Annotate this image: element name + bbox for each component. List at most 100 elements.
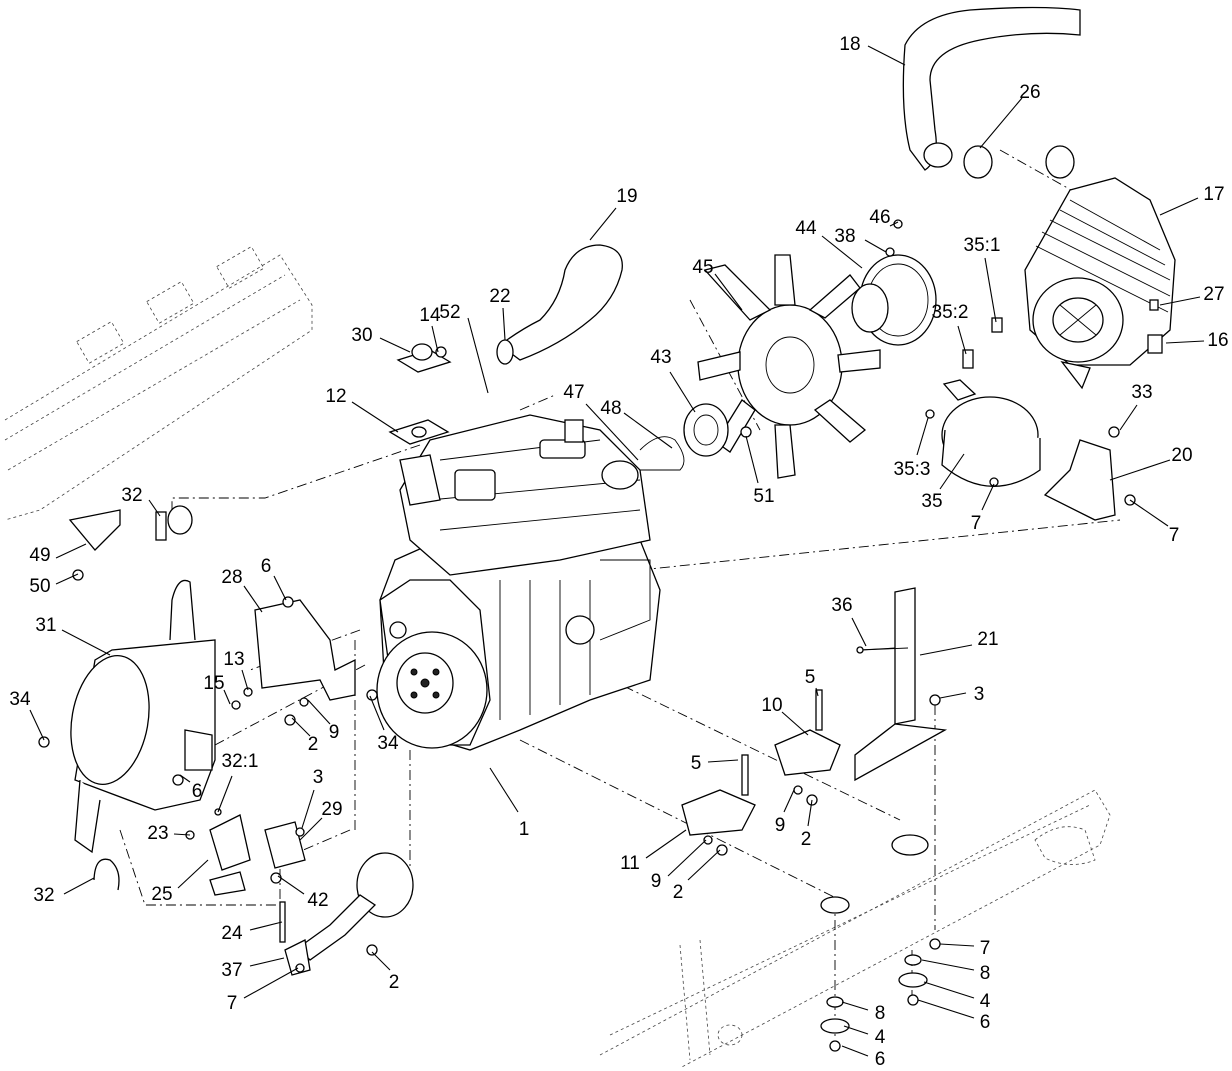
leader-line-c30 bbox=[379, 337, 411, 353]
callout-c5b: 5 bbox=[691, 753, 702, 774]
upper-radiator-hose bbox=[496, 244, 623, 365]
callout-c30: 30 bbox=[351, 325, 372, 346]
bracket-25 bbox=[185, 808, 251, 896]
callout-c17: 17 bbox=[1203, 184, 1224, 205]
leader-line-c9c bbox=[667, 839, 707, 877]
callout-c46: 46 bbox=[869, 207, 890, 228]
callout-c3a: 3 bbox=[974, 684, 985, 705]
callout-c2b: 2 bbox=[801, 829, 812, 850]
callout-c15: 15 bbox=[203, 673, 224, 694]
leader-line-c6b bbox=[179, 774, 191, 783]
leader-line-c32b bbox=[63, 877, 95, 895]
pulley-and-belt bbox=[639, 403, 752, 471]
leader-line-c28 bbox=[243, 585, 263, 613]
callout-c11: 11 bbox=[620, 853, 640, 874]
callout-c32_1: 32:1 bbox=[222, 751, 259, 772]
callout-c18: 18 bbox=[839, 34, 860, 55]
air-cleaner bbox=[1024, 177, 1176, 390]
leader-line-c22 bbox=[502, 307, 506, 341]
leader-line-c3a bbox=[939, 692, 967, 699]
leader-line-c38 bbox=[864, 239, 887, 253]
callout-c28: 28 bbox=[221, 567, 242, 588]
muffler-bracket-28 bbox=[231, 596, 378, 726]
mount-bracket-10 bbox=[774, 689, 841, 806]
engine-block bbox=[376, 414, 661, 751]
drive-shaft bbox=[279, 852, 414, 976]
leader-line-c29 bbox=[299, 817, 323, 841]
callout-c6d: 6 bbox=[875, 1049, 886, 1070]
leader-line-c49 bbox=[55, 543, 87, 559]
callout-c7b: 7 bbox=[1169, 525, 1180, 546]
lower-frame-rail bbox=[599, 789, 1111, 1069]
leader-line-c32a bbox=[148, 499, 161, 517]
leader-line-c21 bbox=[919, 644, 973, 656]
leader-line-c18 bbox=[867, 45, 906, 66]
leader-line-c2b bbox=[807, 799, 813, 827]
callout-c29: 29 bbox=[321, 799, 342, 820]
callout-c8b: 8 bbox=[875, 1003, 886, 1024]
leader-line-c37 bbox=[249, 957, 285, 967]
callout-c36: 36 bbox=[831, 595, 852, 616]
leader-line-c4b bbox=[843, 1025, 869, 1035]
callout-c23: 23 bbox=[147, 823, 168, 844]
callout-c32b: 32 bbox=[33, 885, 54, 906]
callout-c35_2: 35:2 bbox=[932, 302, 969, 323]
leader-line-c48 bbox=[623, 412, 673, 449]
leader-line-c35_3 bbox=[916, 417, 929, 456]
leader-line-c5b bbox=[707, 759, 739, 763]
callout-c21: 21 bbox=[977, 629, 998, 650]
leader-line-c31 bbox=[61, 629, 111, 656]
fan-shroud-ring bbox=[925, 317, 1041, 487]
callout-c9b: 9 bbox=[775, 815, 786, 836]
leader-line-c15 bbox=[223, 689, 231, 705]
callout-c26: 26 bbox=[1019, 82, 1040, 103]
leader-line-c44 bbox=[821, 235, 863, 269]
leader-line-c14 bbox=[431, 325, 439, 353]
leader-line-c19 bbox=[589, 207, 617, 241]
callout-c7a: 7 bbox=[971, 513, 982, 534]
callout-c24: 24 bbox=[221, 923, 243, 944]
leader-line-c35 bbox=[939, 453, 965, 490]
callout-c50: 50 bbox=[29, 576, 50, 597]
leader-line-c12 bbox=[351, 401, 399, 433]
callout-c13: 13 bbox=[223, 649, 244, 670]
leader-line-c35_1 bbox=[984, 257, 997, 323]
leader-line-c27 bbox=[1159, 296, 1201, 306]
leader-line-c23 bbox=[173, 833, 191, 836]
leader-line-c13 bbox=[241, 669, 249, 691]
bracket-20 bbox=[1043, 426, 1136, 521]
leader-line-c6d bbox=[841, 1045, 869, 1057]
leader-line-c16 bbox=[1165, 340, 1205, 344]
leader-line-c17 bbox=[1159, 197, 1199, 216]
callout-c6a: 6 bbox=[261, 556, 272, 577]
leader-line-c33 bbox=[1119, 404, 1138, 431]
upper-frame-rail bbox=[4, 246, 313, 521]
exhaust-hanger bbox=[68, 505, 193, 891]
callout-c34b: 34 bbox=[377, 733, 399, 754]
leader-line-c36 bbox=[851, 617, 867, 647]
leader-line-c1 bbox=[489, 767, 519, 813]
leader-line-c25 bbox=[177, 859, 209, 889]
callout-c25: 25 bbox=[151, 884, 172, 905]
leader-line-c6a bbox=[273, 575, 287, 601]
leader-line-c5a bbox=[815, 687, 819, 697]
leader-line-c11 bbox=[645, 829, 687, 859]
leader-line-c45 bbox=[714, 273, 743, 311]
leader-line-c2c bbox=[687, 849, 721, 881]
callout-c12: 12 bbox=[325, 386, 346, 407]
callout-c9a: 9 bbox=[329, 722, 340, 743]
callout-c33: 33 bbox=[1131, 382, 1152, 403]
callout-c5a: 5 bbox=[805, 667, 816, 688]
callout-c2c: 2 bbox=[673, 882, 684, 903]
callout-c43: 43 bbox=[650, 347, 671, 368]
leader-line-c50 bbox=[55, 573, 79, 585]
leader-line-c20 bbox=[1109, 459, 1171, 481]
leader-line-c34b bbox=[369, 695, 385, 731]
callout-c34a: 34 bbox=[9, 689, 31, 710]
leader-line-c35_2 bbox=[957, 325, 967, 355]
leader-line-c51 bbox=[745, 435, 759, 484]
callout-c32a: 32 bbox=[121, 485, 142, 506]
leader-line-c2a bbox=[291, 717, 311, 737]
